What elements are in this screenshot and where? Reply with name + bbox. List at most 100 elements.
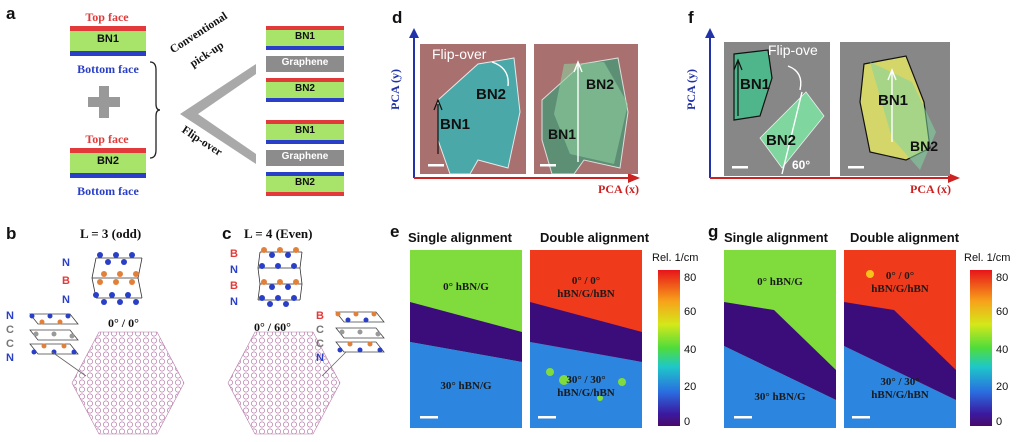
f-bn2-left: BN2 <box>766 132 797 149</box>
g-single-top-label: 0° hBN/G <box>757 276 803 288</box>
e-cbar-tick-60: 60 <box>684 306 697 318</box>
panel-c-angle: 0° / 60° <box>254 320 291 334</box>
d-bn1-left: BN1 <box>440 116 471 133</box>
bn2-layer-diagram <box>70 148 146 178</box>
bn1-label: BN1 <box>96 33 119 45</box>
f-flip-label: Flip-ove <box>768 42 818 58</box>
panel-d-axes <box>409 28 640 183</box>
c-letter-b1: B <box>230 248 238 260</box>
g-colorbar <box>970 270 992 426</box>
e-single-top-label: 0° hBN/G <box>443 281 489 293</box>
f-bn1-left: BN1 <box>740 76 771 93</box>
g-cbar-tick-0: 0 <box>996 416 1003 428</box>
side-lattice-b <box>29 313 79 355</box>
g-double-bottom-line1: 30° / 30° <box>880 376 920 388</box>
trilayer-lattice-b <box>91 252 143 305</box>
g-cbar-tick-40: 40 <box>996 344 1009 356</box>
f-optical-image-right <box>840 42 950 176</box>
e-double-top-line1: 0° / 0° <box>571 275 601 287</box>
panel-letter-g: g <box>708 222 719 241</box>
e-cbar-tick-40: 40 <box>684 344 697 356</box>
e-single-bottom-label: 30° hBN/G <box>440 380 492 392</box>
e-cbar-tick-80: 80 <box>684 272 697 284</box>
stack2-bn1: BN1 <box>294 125 315 136</box>
panel-letter-d: d <box>392 8 403 27</box>
g-cbar-tick-80: 80 <box>996 272 1009 284</box>
bottom-face-label-2: Bottom face <box>77 184 139 198</box>
f-bn1-right: BN1 <box>878 92 909 109</box>
f-optical-image-left <box>724 42 830 176</box>
stack-conventional <box>266 26 344 102</box>
f-x-axis-label: PCA (x) <box>910 182 951 196</box>
e-double-header: Double alignment <box>540 230 650 245</box>
e-double-top-line2: hBN/G/hBN <box>557 288 615 300</box>
b-side-c2: C <box>6 338 14 350</box>
panel-letter-f: f <box>688 8 694 27</box>
bn2-label: BN2 <box>96 155 119 167</box>
panel-c-title: L = 4 (Even) <box>244 226 313 241</box>
g-double-top-line2: hBN/G/hBN <box>871 283 929 295</box>
hexagon-moire-c <box>227 331 341 435</box>
g-single-bottom-label: 30° hBN/G <box>754 391 806 403</box>
c-letter-b2: B <box>230 280 238 292</box>
f-y-axis-label: PCA (y) <box>684 69 698 110</box>
d-optical-image-left <box>420 44 526 174</box>
panel-f-axes <box>705 28 960 183</box>
stack-flipover <box>266 120 344 196</box>
c-letter-n1: N <box>230 264 238 276</box>
g-double-header: Double alignment <box>850 230 960 245</box>
g-double-bottom-line2: hBN/G/hBN <box>871 389 929 401</box>
d-x-axis-label: PCA (x) <box>598 182 639 196</box>
e-double-bottom-line2: hBN/G/hBN <box>557 387 615 399</box>
hexagon-moire-b <box>71 331 185 435</box>
panel-letter-b: b <box>6 224 17 243</box>
top-face-label-1: Top face <box>85 10 129 24</box>
d-flip-label: Flip-over <box>432 46 487 62</box>
panel-letter-e: e <box>390 222 400 241</box>
side-lattice-c <box>335 311 385 353</box>
f-angle-label: 60° <box>792 158 811 172</box>
e-cbar-tick-20: 20 <box>684 381 697 393</box>
e-colorbar-title: Rel. 1/cm <box>652 252 699 264</box>
b-side-n1: N <box>6 310 14 322</box>
g-raman-map-double <box>844 250 956 428</box>
c-side-n: N <box>316 352 324 364</box>
c-side-b: B <box>316 310 324 322</box>
b-letter-n-bottom: N <box>62 294 70 306</box>
stack1-bn1: BN1 <box>294 31 315 42</box>
stack1-bn2: BN2 <box>294 83 315 94</box>
d-bn2-right: BN2 <box>586 76 615 92</box>
d-bn1-right: BN1 <box>548 126 577 142</box>
e-double-bottom-line1: 30° / 30° <box>566 374 606 386</box>
e-raman-map-double <box>530 250 642 428</box>
e-cbar-tick-0: 0 <box>684 416 691 428</box>
zoom-line-c <box>321 351 347 377</box>
c-side-c1: C <box>316 324 324 336</box>
b-side-n2: N <box>6 352 14 364</box>
panel-b-angle: 0° / 0° <box>108 316 139 330</box>
e-single-header: Single alignment <box>408 230 513 245</box>
g-cbar-tick-60: 60 <box>996 306 1009 318</box>
g-cbar-tick-20: 20 <box>996 381 1009 393</box>
f-bn2-right: BN2 <box>910 138 939 154</box>
chevron-arrow <box>180 64 256 164</box>
bottom-face-label-1: Bottom face <box>77 62 139 76</box>
g-raman-map-single <box>724 250 836 428</box>
e-colorbar <box>658 270 680 426</box>
bn1-layer-diagram <box>70 26 146 56</box>
c-side-c2: C <box>316 338 324 350</box>
stack2-graphene: Graphene <box>281 151 329 162</box>
panel-letter-c: c <box>222 224 232 243</box>
g-single-header: Single alignment <box>724 230 829 245</box>
g-colorbar-title: Rel. 1/cm <box>964 252 1011 264</box>
b-letter-n-top: N <box>62 257 70 269</box>
panel-letter-a: a <box>6 4 16 23</box>
g-double-top-line1: 0° / 0° <box>885 270 915 282</box>
plus-icon <box>88 86 120 118</box>
d-optical-image-right <box>534 44 638 174</box>
panel-b-title: L = 3 (odd) <box>80 226 142 241</box>
b-letter-b: B <box>62 275 70 287</box>
brace-bracket <box>149 61 161 159</box>
stack2-bn2: BN2 <box>294 177 315 188</box>
c-letter-n2: N <box>230 296 238 308</box>
